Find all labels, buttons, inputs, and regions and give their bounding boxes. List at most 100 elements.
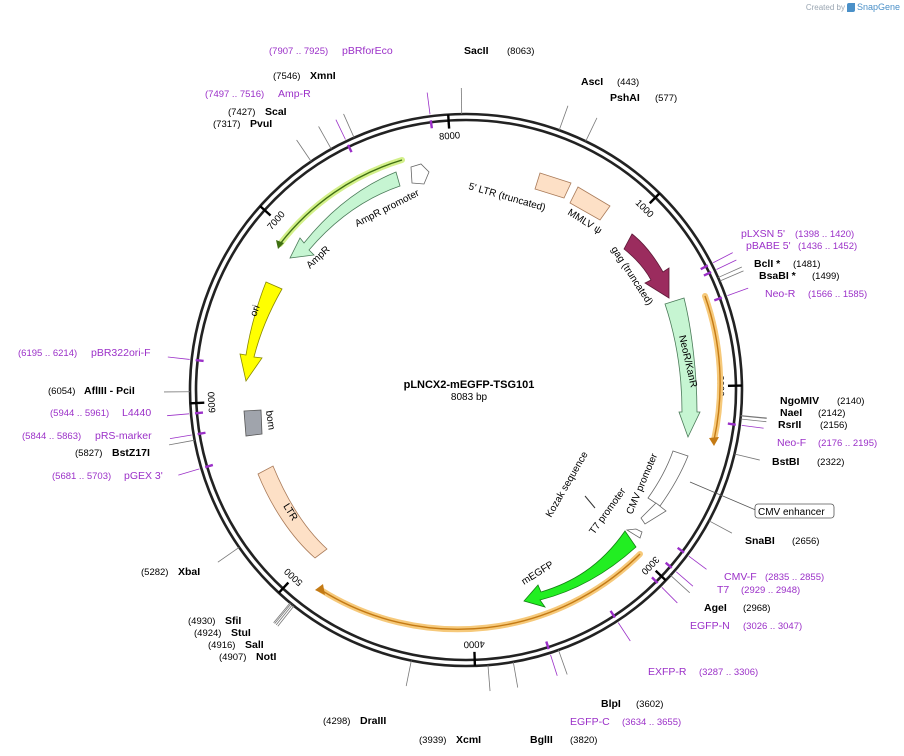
- svg-text:(8063): (8063): [507, 46, 534, 57]
- svg-text:(3602): (3602): [636, 699, 663, 710]
- svg-text:(443): (443): [617, 77, 639, 88]
- primer-amp-r[interactable]: (7497 .. 7516)Amp-R: [205, 88, 311, 100]
- site-pshai[interactable]: PshAI(577): [610, 92, 677, 104]
- site-agei[interactable]: AgeI(2968): [704, 602, 770, 614]
- site-xcmi[interactable]: (3939)XcmI: [419, 734, 481, 746]
- site-blpi[interactable]: BlpI (3602): [601, 698, 663, 710]
- svg-text:CMV-F: CMV-F: [724, 571, 757, 583]
- svg-text:(1436 .. 1452): (1436 .. 1452): [798, 241, 857, 252]
- svg-text:(5282): (5282): [141, 567, 168, 578]
- primer-pbrforeco[interactable]: (7907 .. 7925)pBRforEco: [269, 45, 393, 57]
- site-ngomiv[interactable]: NgoMIV(2140): [780, 395, 864, 407]
- svg-text:pRS-marker: pRS-marker: [95, 430, 152, 442]
- site-snabi[interactable]: SnaBI(2656): [745, 535, 819, 547]
- primer-pbr322ori-f[interactable]: (6195 .. 6214)pBR322ori-F: [18, 347, 151, 359]
- primer-neo-f[interactable]: Neo-F(2176 .. 2195): [777, 437, 877, 449]
- primer-prs-marker[interactable]: (5844 .. 5863) pRS-marker: [22, 430, 152, 442]
- site-sfii[interactable]: (4930)SfiI: [188, 615, 241, 627]
- primer-mark: [194, 411, 204, 415]
- site-leader: [670, 575, 691, 594]
- site-bstbi[interactable]: BstBI(2322): [772, 456, 844, 468]
- svg-text:(6054): (6054): [48, 386, 75, 397]
- site-pvui[interactable]: (7317)PvuI: [213, 118, 272, 130]
- primer-pbabe-5[interactable]: pBABE 5'(1436 .. 1452): [746, 240, 857, 252]
- site-leader: [558, 105, 569, 131]
- egfp-orf-line: [320, 553, 641, 630]
- feature-label-bom: bom: [263, 410, 277, 431]
- primer-pgex-3[interactable]: (5681 .. 5703)pGEX 3': [52, 470, 163, 482]
- svg-text:pBRforEco: pBRforEco: [342, 45, 393, 57]
- site-xbai[interactable]: (5282)XbaI: [141, 566, 200, 578]
- primer-mark: [664, 561, 673, 569]
- svg-text:(5681 .. 5703): (5681 .. 5703): [52, 471, 111, 482]
- svg-text:pLXSN 5': pLXSN 5': [741, 228, 785, 240]
- svg-text:EXFP-R: EXFP-R: [648, 666, 687, 678]
- site-draiii[interactable]: (4298)DraIII: [323, 715, 386, 727]
- svg-text:BlpI: BlpI: [601, 698, 621, 710]
- primer-l4440[interactable]: (5944 .. 5961)L4440: [50, 407, 151, 419]
- tick-mark: [648, 192, 661, 205]
- svg-text:(5844 .. 5863): (5844 .. 5863): [22, 431, 81, 442]
- site-sali[interactable]: (4916)SalI: [208, 639, 264, 651]
- primer-plxsn-5[interactable]: pLXSN 5' (1398 .. 1420): [741, 228, 854, 240]
- primer-neo-r[interactable]: Neo-R(1566 .. 1585): [765, 288, 867, 300]
- primer-exfp-r[interactable]: EXFP-R (3287 .. 3306): [648, 666, 758, 678]
- svg-text:(4930): (4930): [188, 616, 215, 627]
- site-leader: [512, 661, 519, 688]
- site-scai[interactable]: (7427)ScaI: [228, 106, 287, 118]
- primer-mark: [727, 422, 736, 426]
- site-leader: [585, 117, 598, 142]
- site-sacii[interactable]: SacII(8063): [464, 45, 534, 57]
- site-rsrii[interactable]: RsrII(2156): [778, 419, 847, 431]
- site-naei[interactable]: NaeI(2142): [780, 407, 845, 419]
- site-xmni[interactable]: (7546)XmnI: [273, 70, 336, 82]
- svg-text:StuI: StuI: [231, 627, 251, 639]
- tick-mark: [654, 569, 667, 582]
- site-bstz17i[interactable]: (5827)BstZ17I: [75, 447, 150, 459]
- site-stui[interactable]: (4924) StuI: [194, 627, 251, 639]
- site-bglii[interactable]: BglII(3820): [530, 734, 597, 746]
- svg-text:NaeI: NaeI: [780, 407, 802, 419]
- feature-label-kozak: Kozak sequence: [544, 450, 591, 520]
- site-leader-lines: [164, 88, 767, 692]
- feature-ori: [239, 281, 283, 382]
- svg-text:(4924): (4924): [194, 628, 221, 639]
- feature-neor: [664, 297, 701, 439]
- svg-text:(1398 .. 1420): (1398 .. 1420): [795, 229, 854, 240]
- svg-text:NgoMIV: NgoMIV: [780, 395, 819, 407]
- svg-text:PvuI: PvuI: [250, 118, 272, 130]
- svg-text:(5944 .. 5961): (5944 .. 5961): [50, 408, 109, 419]
- svg-text:Neo-F: Neo-F: [777, 437, 806, 449]
- site-leader: [277, 605, 295, 627]
- site-bsabi[interactable]: BsaBI *(1499): [759, 270, 839, 282]
- primer-mark: [651, 576, 659, 584]
- svg-text:XmnI: XmnI: [310, 70, 336, 82]
- site-leader: [274, 603, 292, 624]
- site-bcli[interactable]: BclI * (1481): [754, 258, 820, 270]
- site-leader: [734, 453, 760, 461]
- primer-egfp-n[interactable]: EGFP-N(3026 .. 3047): [690, 620, 802, 632]
- primer-cmv-f[interactable]: CMV-F(2835 .. 2855): [724, 571, 824, 583]
- site-afliii-pcii[interactable]: (6054)AflIII - PciI: [48, 385, 135, 397]
- svg-text:(2322): (2322): [817, 457, 844, 468]
- site-labels: SacII(8063) AscI(443) PshAI(577) BclI * (…: [48, 45, 864, 746]
- primer-mark: [346, 144, 353, 153]
- svg-text:BglII: BglII: [530, 734, 553, 746]
- svg-text:SnaBI: SnaBI: [745, 535, 775, 547]
- primer-mark: [676, 546, 685, 554]
- primer-leader: [178, 468, 200, 476]
- svg-text:(1481): (1481): [793, 259, 820, 270]
- site-leader: [405, 660, 412, 687]
- primer-t7[interactable]: T7(2929 .. 2948): [717, 584, 800, 596]
- site-noti[interactable]: (4907)NotI: [219, 651, 276, 663]
- svg-text:(3287 .. 3306): (3287 .. 3306): [699, 667, 758, 678]
- site-asci[interactable]: AscI(443): [581, 76, 639, 88]
- orf-highlights: [276, 157, 724, 633]
- primer-mark: [195, 358, 204, 363]
- tick-label: 4000: [463, 638, 484, 650]
- ampr-orf-line: [279, 159, 403, 245]
- svg-text:XcmI: XcmI: [456, 734, 481, 746]
- primer-egfp-c[interactable]: EGFP-C(3634 .. 3655): [570, 716, 681, 728]
- svg-text:BclI *: BclI *: [754, 258, 781, 270]
